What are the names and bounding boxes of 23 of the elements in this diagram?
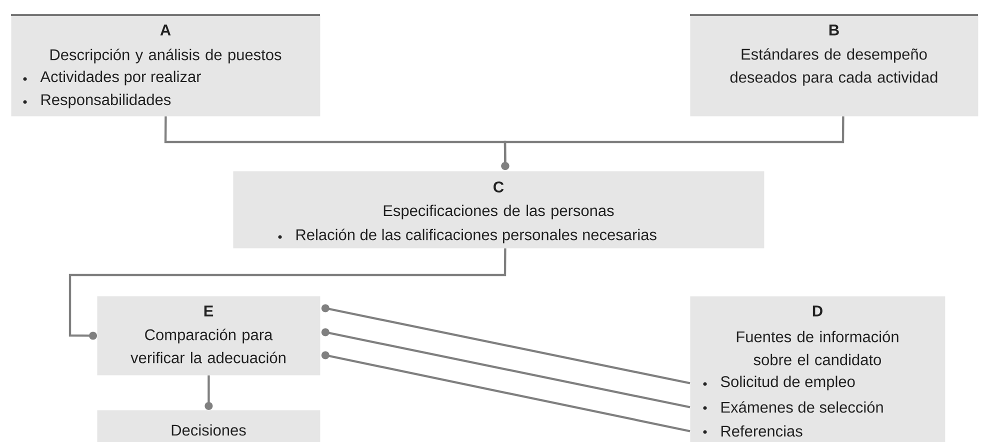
label: Fuentes de información sobre el candidato [736, 330, 898, 366]
list-item: Exámenes de selección [721, 401, 883, 413]
connector [321, 328, 690, 408]
list-item: Responsabilidades [41, 94, 171, 108]
label: Decisiones [172, 424, 246, 436]
label: Estándares de desempeño deseados para cada actividad [730, 48, 938, 86]
connector [321, 351, 690, 432]
heading: D [812, 306, 822, 316]
connector [501, 116, 844, 170]
heading: B [829, 24, 839, 36]
connector [204, 375, 213, 410]
list-item: Solicitud de empleo [720, 376, 855, 390]
heading: A [160, 24, 171, 36]
connector [68, 248, 506, 340]
list-item: Actividades por realizar [40, 70, 202, 86]
label: Descripción y análisis de puestos [50, 48, 282, 64]
heading: C [494, 182, 504, 192]
label: Comparación para verificar la adecuación [130, 328, 286, 364]
list-item: Referencias [721, 425, 802, 437]
label: Especificaciones de las personas [384, 204, 614, 220]
list-item: Relación de las calificaciones personales necesarias [296, 228, 656, 244]
connector [321, 304, 690, 384]
heading: E [204, 306, 214, 316]
